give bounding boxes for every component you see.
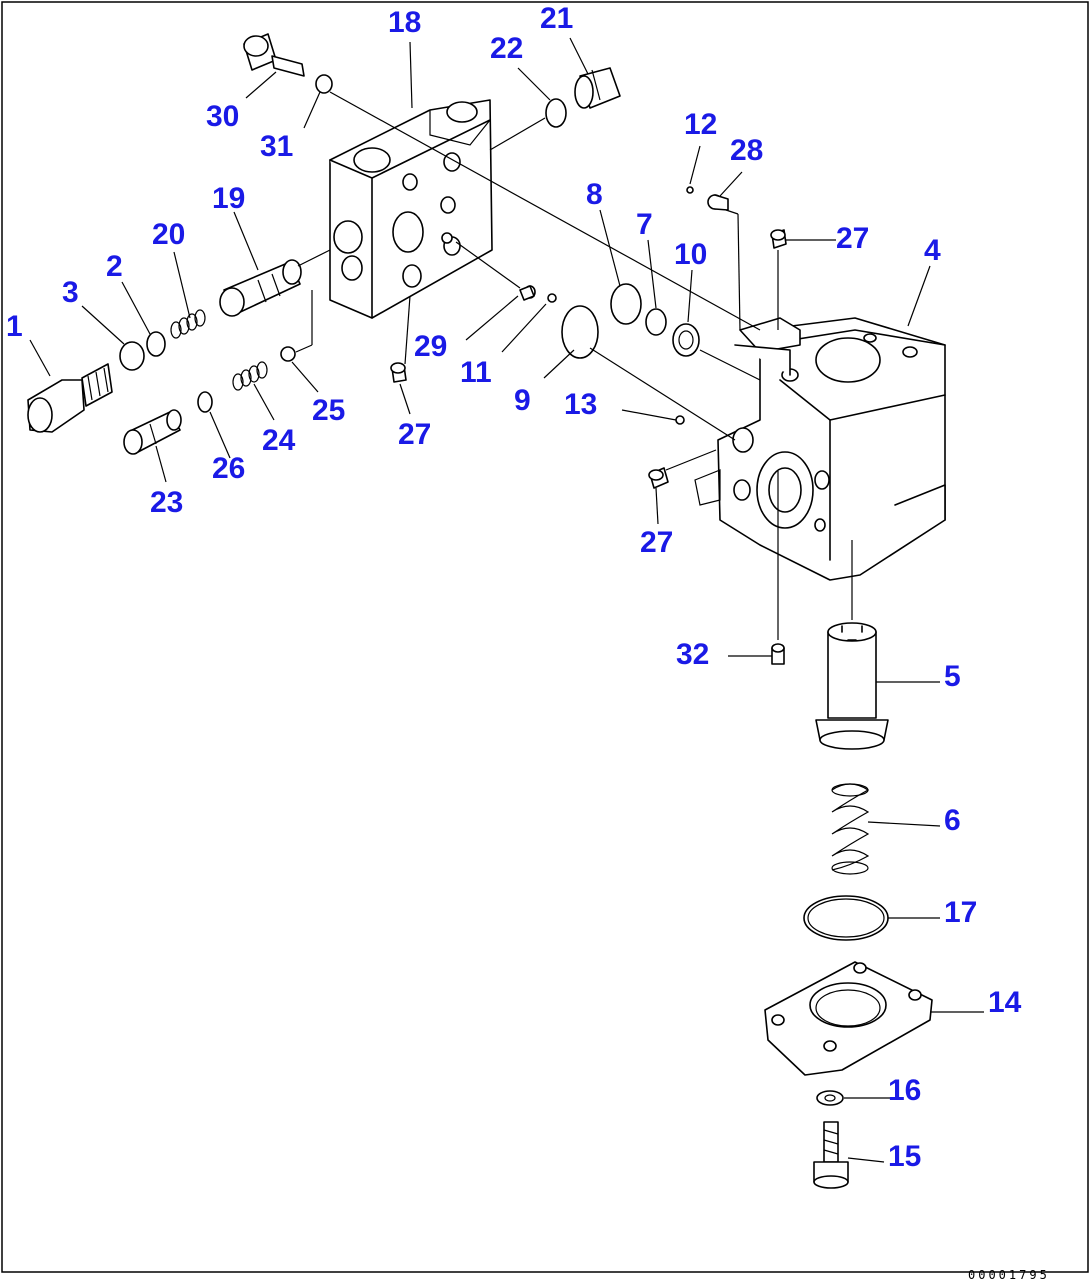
plug-part-27-block [390,362,407,383]
callout-27-block: 27 [398,418,431,451]
callout-11: 11 [460,356,492,389]
callout-22: 22 [490,32,523,65]
callout-19: 19 [212,182,245,215]
callout-7: 7 [636,208,653,241]
callout-2: 2 [106,250,123,283]
callout-23: 23 [150,486,183,519]
banjo-bolt-part-30 [243,33,305,77]
callout-32: 32 [676,638,709,671]
plug-part-21 [574,67,621,109]
spring-part-20 [170,309,206,339]
callout-27-body: 27 [640,526,673,559]
o-ring-part-8 [610,283,642,325]
bolt-part-15 [813,1121,849,1189]
ball-part-12 [686,186,694,194]
callout-15: 15 [888,1140,921,1173]
spool-part-19 [219,259,302,317]
callout-24: 24 [262,424,296,457]
callout-17: 17 [944,896,977,929]
plug-part-1 [27,363,113,433]
washer-part-16 [816,1090,844,1106]
spring-part-6 [831,783,870,875]
callout-27-top: 27 [836,222,869,255]
callout-20: 20 [152,218,185,251]
callout-29: 29 [414,330,447,363]
callout-28: 28 [730,134,763,167]
callout-6: 6 [944,804,961,837]
callout-31: 31 [260,130,293,163]
o-ring-part-17 [803,895,889,941]
callout-1: 1 [6,310,23,343]
o-ring-inner [807,898,885,938]
callout-5: 5 [944,660,961,693]
plug-part-28 [707,194,729,211]
spool-part-23 [123,409,182,455]
callout-8: 8 [586,178,603,211]
drawing-code: 00001795 [968,1268,1050,1282]
seal-part-10 [672,323,700,357]
callout-14: 14 [988,986,1022,1019]
ball-part-25 [280,346,296,362]
assembly-lines [295,91,853,640]
callout-4: 4 [924,234,941,267]
valve-body-part-4 [694,317,946,581]
callout-3: 3 [62,276,79,309]
flange-part-14 [764,961,933,1076]
o-ring-part-2 [146,331,166,357]
valve-block-part-18 [329,99,493,319]
o-ring-part-9 [561,305,599,359]
callout-21: 21 [540,2,573,35]
plug-part-27-top [770,229,787,249]
plug-part-32 [771,643,785,665]
ball-part-13 [675,415,685,425]
callout-9: 9 [514,384,531,417]
spring-part-24 [232,361,268,391]
callout-30: 30 [206,100,239,133]
o-ring-part-3 [119,341,145,371]
callout-25: 25 [312,394,345,427]
callout-10: 10 [674,238,707,271]
fitting-part-29 [519,285,536,301]
washer-part-31 [315,74,333,94]
o-ring-part-7 [645,308,667,336]
callout-12: 12 [684,108,717,141]
o-ring-part-22 [545,98,567,128]
callout-18: 18 [388,6,421,39]
washer-hole [824,1094,836,1102]
callout-26: 26 [212,452,245,485]
sleeve-part-5 [815,622,889,750]
callout-16: 16 [888,1074,921,1107]
o-ring-part-26 [197,391,213,413]
ball-part-11 [547,293,557,303]
callout-13: 13 [564,388,597,421]
callout-leaders [29,37,984,1163]
plug-part-27-body [648,467,669,489]
